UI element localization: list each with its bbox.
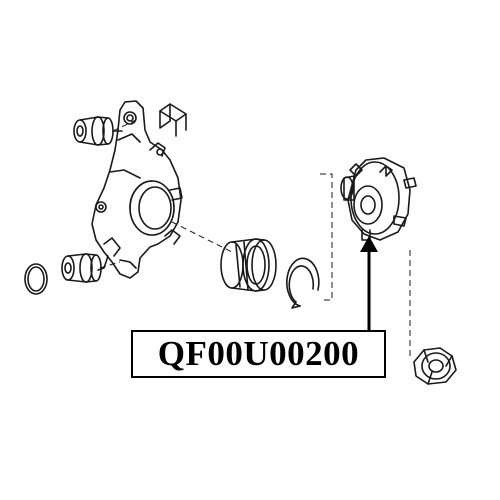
- pointer-arrow: [360, 236, 378, 330]
- lower-bushing: [61, 253, 102, 283]
- snap-ring: [286, 257, 320, 309]
- wheel-hub: [340, 157, 417, 241]
- wheel-bearing: [220, 238, 277, 292]
- assembly-line-lower: [99, 261, 121, 269]
- steering-knuckle: [91, 100, 183, 279]
- assembly-line-bearing: [171, 221, 233, 253]
- assembly-line-bushing: [112, 119, 137, 132]
- upper-bushing: [73, 116, 123, 146]
- part-number-label: QF00U00200: [131, 330, 386, 378]
- assembly-line-hub: [320, 173, 333, 301]
- hub-nut: [413, 347, 457, 385]
- o-ring: [24, 263, 48, 295]
- retaining-clip: [159, 103, 187, 137]
